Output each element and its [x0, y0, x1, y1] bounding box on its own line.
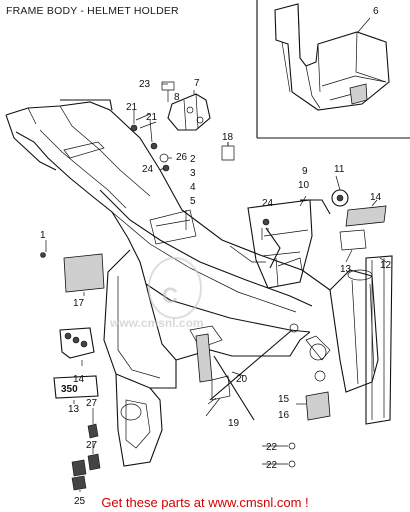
callout-6: 6: [373, 6, 379, 17]
callout-11: 11: [334, 164, 345, 175]
callout-13b: 13: [340, 264, 352, 275]
watermark: C www.cmsnl.com: [109, 257, 204, 330]
page-title: FRAME BODY - HELMET HOLDER: [6, 5, 179, 17]
callout-17: 17: [73, 298, 85, 309]
leader-lines: [45, 83, 387, 492]
callout-19: 19: [228, 418, 240, 429]
left-parts-drawing: 350: [40, 252, 105, 491]
main-frame-drawing: [5, 99, 379, 467]
callout-21a: 21: [126, 102, 138, 113]
callout-22a: 22: [266, 442, 278, 453]
lower-right-parts-drawing: [207, 323, 331, 468]
svg-text:C: C: [162, 283, 178, 308]
callout-12: 12: [380, 260, 392, 271]
callout-9: 9: [302, 166, 308, 177]
callout-20: 20: [236, 374, 248, 385]
footer-link-text: Get these parts at www.cmsnl.com !: [101, 495, 309, 510]
callout-10: 10: [298, 180, 310, 191]
callout-25: 25: [74, 496, 86, 507]
callout-14b: 14: [370, 192, 382, 203]
svg-text:350: 350: [61, 384, 78, 395]
callout-15: 15: [278, 394, 290, 405]
upper-small-parts-drawing: [130, 81, 235, 172]
callout-labels: 6 7 8 23 21 21 26 24 2 3 4 5 18 9 10 11 …: [40, 6, 392, 507]
callout-21b: 21: [146, 112, 158, 123]
watermark-text: www.cmsnl.com: [109, 316, 204, 330]
callout-8: 8: [174, 92, 180, 103]
callout-23: 23: [139, 79, 151, 90]
inset-box: [256, 0, 410, 139]
callout-4: 4: [190, 182, 196, 193]
reflector-letters: [64, 332, 88, 348]
callout-24b: 24: [262, 198, 274, 209]
callout-13a: 13: [68, 404, 80, 415]
callout-24a: 24: [142, 164, 154, 175]
callout-7: 7: [194, 78, 200, 89]
callout-26: 26: [176, 152, 188, 163]
callout-18: 18: [222, 132, 234, 143]
callout-16: 16: [278, 410, 290, 421]
callout-27a: 27: [86, 398, 98, 409]
callout-27b: 27: [86, 440, 98, 451]
right-parts-drawing: [261, 175, 393, 425]
callout-2: 2: [190, 154, 196, 165]
callout-22b: 22: [266, 460, 278, 471]
battery-case-drawing: [247, 199, 331, 289]
callout-5: 5: [190, 196, 196, 207]
callout-14a: 14: [73, 374, 85, 385]
callout-1: 1: [40, 230, 46, 241]
helmet-holder-bracket-drawing: [274, 3, 390, 111]
callout-3: 3: [190, 168, 196, 179]
